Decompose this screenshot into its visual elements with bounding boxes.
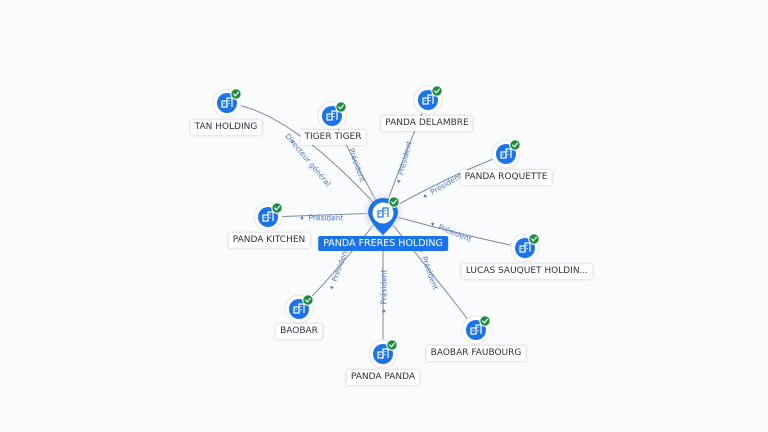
edge-arrow — [300, 216, 303, 220]
edge-arrow — [397, 179, 401, 184]
node-label-tiger-tiger[interactable]: TIGER TIGER — [300, 130, 366, 145]
building-icon — [377, 207, 389, 218]
edge-arrow — [430, 222, 435, 227]
building-icon — [326, 110, 338, 121]
node-baobar[interactable] — [284, 294, 314, 324]
node-label-panda-panda[interactable]: PANDA PANDA — [346, 370, 420, 385]
node-label-baobar-faubourg[interactable]: BAOBAR FAUBOURG — [426, 346, 526, 361]
edge-label-tiger-tiger: Président — [347, 147, 367, 183]
edge-label-panda-roquette: Président — [429, 171, 464, 196]
node-label-panda-roquette[interactable]: PANDA ROQUETTE — [460, 170, 552, 185]
edge-arrow — [330, 285, 335, 290]
center-node[interactable] — [361, 191, 405, 235]
building-icon — [262, 211, 274, 222]
node-label-panda-kitchen[interactable]: PANDA KITCHEN — [228, 233, 310, 248]
building-icon — [293, 303, 305, 314]
edge-arrow — [423, 193, 428, 198]
node-panda-kitchen[interactable] — [253, 202, 283, 232]
edge-label-panda-delambre: Président — [396, 140, 414, 176]
node-lucas-sauquet[interactable] — [510, 233, 540, 263]
node-label-panda-delambre[interactable]: PANDA DELAMBRE — [381, 116, 473, 131]
check-badge-icon — [335, 101, 347, 113]
node-tan-holding[interactable] — [212, 88, 242, 118]
edge-tan-holding — [226, 102, 384, 214]
node-label-tan-holding[interactable]: TAN HOLDING — [190, 120, 262, 135]
building-icon — [500, 148, 512, 159]
center-node-label[interactable]: PANDA FRERES HOLDING — [318, 236, 448, 251]
edge-arrow — [382, 310, 386, 313]
edge-label-panda-panda: Président — [380, 269, 389, 304]
building-icon — [422, 94, 434, 105]
node-baobar-faubourg[interactable] — [461, 315, 491, 345]
check-badge-icon — [479, 315, 491, 327]
node-panda-roquette[interactable] — [491, 139, 521, 169]
check-badge-icon — [271, 202, 283, 214]
node-tiger-tiger[interactable] — [317, 101, 347, 131]
edge-label-baobar-faubourg: Président — [420, 255, 440, 291]
building-icon — [221, 97, 233, 108]
edge-arrow — [291, 140, 295, 144]
check-badge-icon — [388, 196, 400, 208]
check-badge-icon — [528, 233, 540, 245]
building-icon — [470, 324, 482, 335]
edge-label-baobar: Président — [330, 247, 350, 283]
node-label-baobar[interactable]: BAOBAR — [276, 324, 322, 339]
node-panda-panda[interactable] — [368, 339, 398, 369]
check-badge-icon — [509, 139, 521, 151]
check-badge-icon — [230, 88, 242, 100]
building-icon — [377, 348, 389, 359]
check-badge-icon — [431, 85, 443, 97]
node-panda-delambre[interactable] — [413, 85, 443, 115]
check-badge-icon — [386, 339, 398, 351]
edge-label-panda-kitchen: Président — [309, 214, 344, 223]
check-badge-icon — [302, 294, 314, 306]
building-icon — [519, 242, 531, 253]
node-label-lucas-sauquet[interactable]: LUCAS SAUQUET HOLDIN... — [461, 264, 593, 279]
